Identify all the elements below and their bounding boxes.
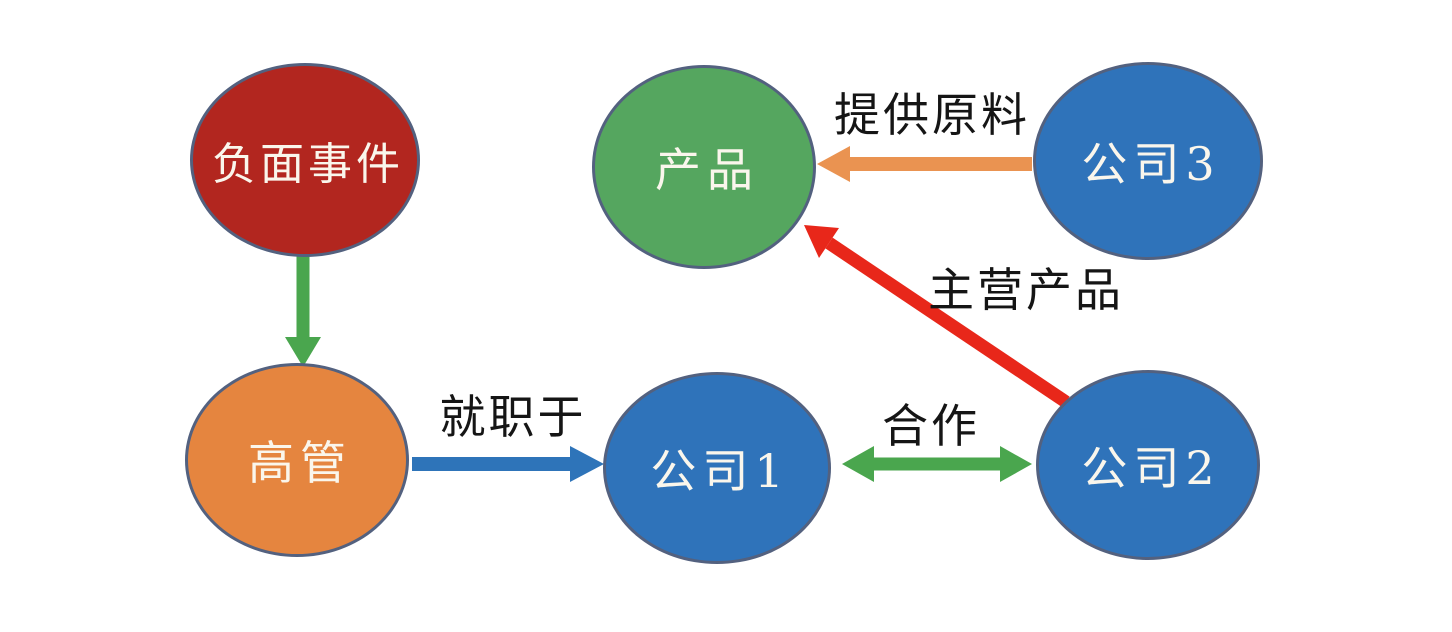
edge-company1-company2 xyxy=(842,446,1032,482)
edge-company3-to-product xyxy=(817,146,1032,182)
node-company3-label: 公司3 xyxy=(1081,137,1221,191)
edge-company2-to-product xyxy=(804,225,1070,408)
edge-label-works-at: 就职于 xyxy=(439,390,587,444)
arrowhead-up-left-icon xyxy=(804,225,839,258)
node-product-label: 产品 xyxy=(655,143,759,197)
edge-executive-to-company1 xyxy=(412,446,604,482)
node-product: 产品 xyxy=(592,65,816,269)
node-company2: 公司2 xyxy=(1036,370,1260,560)
node-executive: 高管 xyxy=(185,363,409,557)
node-negative-event-label: 负面事件 xyxy=(212,139,404,190)
arrowhead-right-icon xyxy=(570,446,604,482)
node-company1: 公司1 xyxy=(603,372,831,564)
node-company3: 公司3 xyxy=(1033,62,1263,260)
node-negative-event: 负面事件 xyxy=(190,63,420,257)
edge-label-provides-raw-material: 提供原料 xyxy=(834,88,1030,142)
arrowhead-right-icon xyxy=(1000,446,1032,482)
arrowhead-down-icon xyxy=(285,337,321,367)
node-executive-label: 高管 xyxy=(248,436,352,490)
node-company2-label: 公司2 xyxy=(1081,441,1221,495)
arrowhead-left-icon xyxy=(842,446,874,482)
edge-label-cooperation: 合作 xyxy=(882,399,980,453)
edge-line xyxy=(825,237,1070,408)
edge-label-main-product: 主营产品 xyxy=(928,263,1124,317)
node-company1-label: 公司1 xyxy=(650,444,790,498)
edge-negative-event-to-executive xyxy=(285,254,321,367)
arrowhead-left-icon xyxy=(817,146,850,182)
